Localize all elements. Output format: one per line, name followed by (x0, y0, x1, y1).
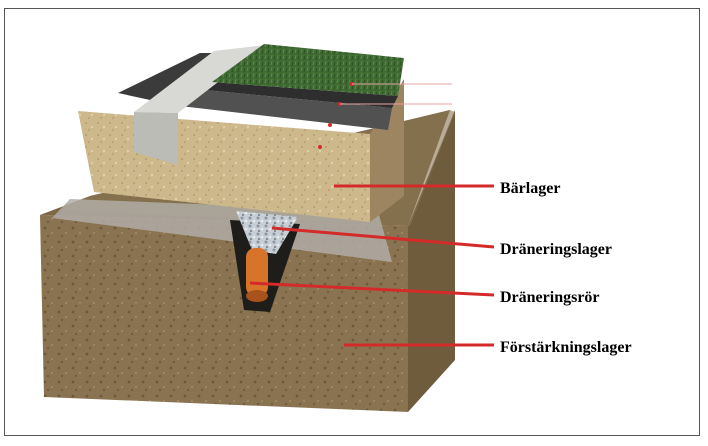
marker-dot (318, 145, 322, 149)
leader-line-ror (249, 281, 495, 297)
label-forstarkningslager: Förstärkningslager (500, 339, 632, 356)
curb-stone (134, 45, 266, 165)
label-draneringsror: Dräneringsrör (500, 289, 600, 306)
drainage-pipe (246, 248, 268, 302)
marker-dot (328, 123, 332, 127)
leader-line-dranering (271, 226, 495, 249)
label-barlager: Bärlager (500, 180, 561, 197)
grass-surface (212, 44, 404, 96)
label-draneringslager: Dräneringslager (500, 241, 612, 258)
